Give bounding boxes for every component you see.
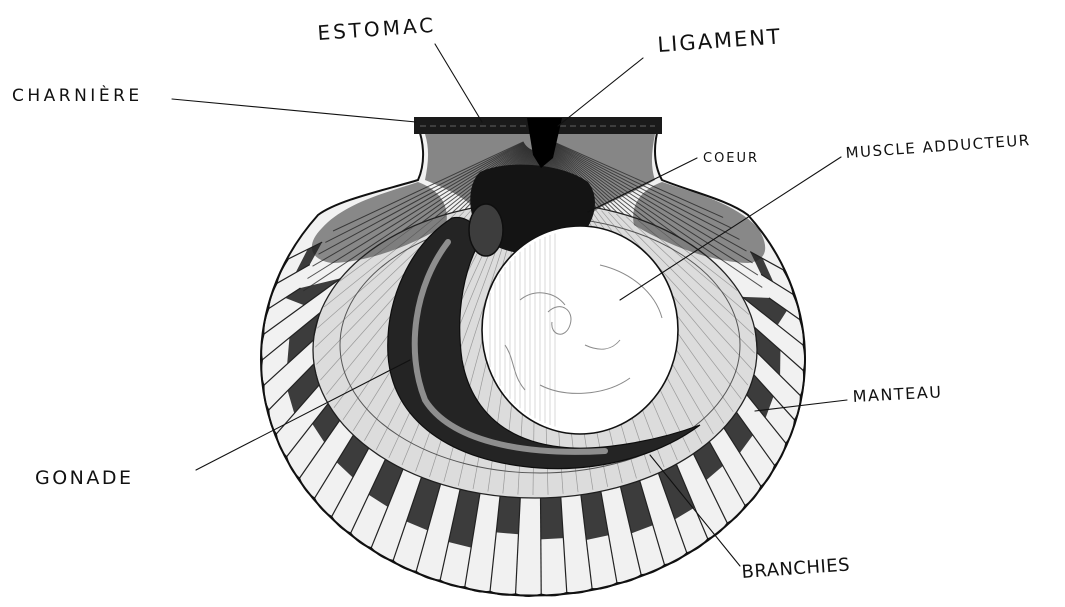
label-muscle-adducteur: MUSCLE ADDUCTEUR (845, 131, 1031, 162)
label-estomac: ESTOMAC (317, 13, 437, 45)
adductor-muscle (482, 226, 678, 434)
label-branchies: BRANCHIES (741, 554, 851, 583)
leader-estomac (435, 44, 482, 122)
label-manteau: MANTEAU (852, 382, 943, 406)
shell-rib (541, 498, 542, 594)
label-ligament: LIGAMENT (657, 24, 783, 57)
shell-rib-shadow (541, 497, 564, 539)
scallop-illustration (261, 117, 805, 596)
label-charniere: CHARNIÈRE (12, 84, 143, 106)
leader-charniere (172, 99, 416, 122)
label-coeur: COEUR (703, 151, 759, 166)
label-gonade: GONADE (35, 467, 134, 489)
leader-ligament (558, 58, 643, 126)
heart-shape (469, 204, 503, 256)
